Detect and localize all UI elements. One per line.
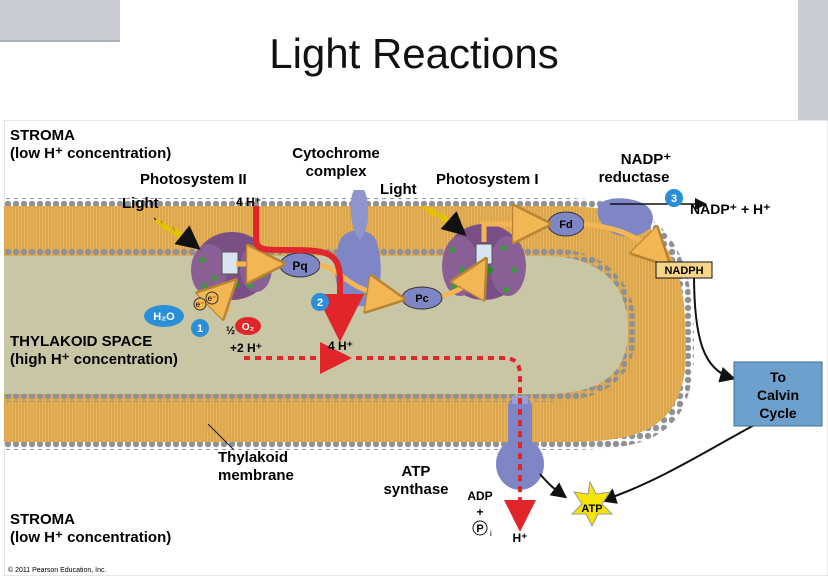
proton-flow-path (244, 206, 536, 532)
h4-top-label: 4 H⁺ (236, 195, 261, 209)
h4-lumen-label: 4 H⁺ (328, 339, 353, 353)
slide-title: Light Reactions (269, 30, 559, 77)
pc-carrier: Pc (401, 286, 443, 310)
cytochrome-label-2: complex (306, 163, 368, 180)
stroma-bottom-sub-label: (low H⁺ concentration) (10, 529, 171, 546)
step-3-marker: 3 (665, 189, 683, 207)
electron-1-label: e⁻ (196, 300, 205, 309)
atp-star: ATP (570, 480, 614, 528)
nadph-label: NADPH (664, 265, 703, 277)
step-3-number: 3 (671, 193, 677, 205)
black-arrows (539, 198, 765, 504)
half-label: ½ (226, 325, 235, 337)
plus-label: + (476, 505, 483, 519)
calvin-text-3: Cycle (759, 405, 797, 421)
pi-sub-label: i (490, 529, 492, 538)
atp-synthase-label-2: synthase (383, 481, 448, 498)
thylakoid-membrane-label-2: membrane (218, 467, 294, 484)
step-2-marker: 2 (311, 293, 329, 311)
oxygen-molecule: O₂ (235, 317, 261, 335)
phosphate-symbol: P i (472, 520, 492, 538)
light-label-1: Light (122, 195, 159, 212)
stroma-bottom-label: STROMA (10, 511, 75, 528)
atp-label: ATP (581, 503, 602, 515)
photosystem-i-label: Photosystem I (436, 171, 539, 188)
pq-carrier: Pq (279, 252, 321, 278)
nadph-box: NADPH (655, 261, 713, 279)
fd-carrier: Fd (547, 211, 585, 237)
light-reactions-diagram: Pq Pc Fd To Calvin (3, 119, 828, 577)
stroma-top-label: STROMA (10, 127, 75, 144)
thylakoid-space (4, 256, 628, 394)
stroma-top-sub-label: (low H⁺ concentration) (10, 145, 171, 162)
photosystem-ii-label: Photosystem II (140, 171, 247, 188)
step-1-number: 1 (197, 323, 203, 335)
calvin-text-1: To (770, 369, 786, 385)
cytochrome-label-1: Cytochrome (292, 145, 380, 162)
water-molecule: H₂O (144, 305, 184, 327)
thylakoid-membrane-pointer (207, 423, 235, 451)
calvin-text-2: Calvin (757, 387, 799, 403)
slide-corner-decoration (0, 0, 120, 42)
nadp-reductase-label-2: reductase (599, 169, 670, 186)
slide-side-decoration (798, 0, 828, 120)
nadp-h-label: NADP⁺ + H⁺ (690, 201, 771, 217)
pi-label: P (476, 523, 483, 535)
plus-2h-label: +2 H⁺ (230, 341, 262, 355)
o2-label: O₂ (242, 322, 254, 333)
step-2-number: 2 (317, 297, 323, 309)
electron-1: e⁻ (193, 297, 207, 311)
pq-label: Pq (292, 259, 307, 273)
fd-label: Fd (559, 219, 572, 231)
electron-flow-path (223, 224, 664, 310)
thylakoid-space-sub-label: (high H⁺ concentration) (10, 351, 178, 368)
h2o-label: H₂O (153, 311, 175, 323)
light-bolt-ps1 (422, 204, 467, 236)
thylakoid-membrane-label-1: Thylakoid (218, 449, 288, 466)
electron-2: e⁻ (205, 291, 219, 305)
thylakoid-space-label: THYLAKOID SPACE (10, 333, 152, 350)
step-1-marker: 1 (191, 319, 209, 337)
calvin-cycle-box: To Calvin Cycle (733, 361, 823, 427)
diagram-svg: Pq Pc Fd To Calvin (3, 119, 828, 577)
pc-label: Pc (415, 293, 428, 305)
nadp-reductase-label-1: NADP⁺ (621, 151, 672, 168)
h-bottom-label: H⁺ (513, 531, 528, 545)
adp-label: ADP (467, 489, 492, 503)
atp-synthase-label-1: ATP (402, 463, 431, 480)
electron-2-label: e⁻ (208, 294, 217, 303)
copyright-text: © 2011 Pearson Education, Inc. (8, 566, 106, 574)
light-bolt-ps2 (153, 217, 201, 250)
light-label-2: Light (380, 181, 417, 198)
